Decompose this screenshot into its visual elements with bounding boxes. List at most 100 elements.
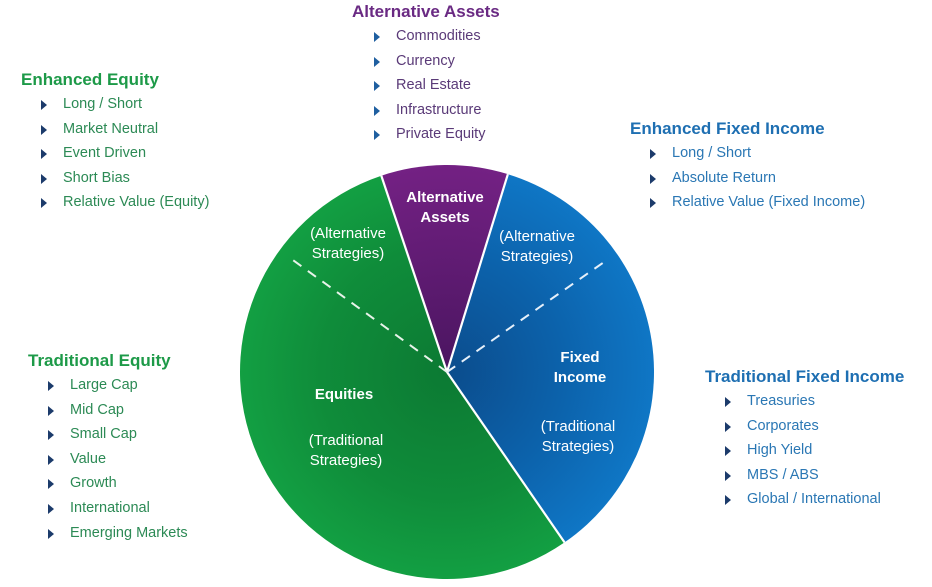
triangle-bullet-icon: [41, 198, 47, 209]
list-item-label: Growth: [70, 475, 117, 492]
triangle-bullet-icon: [48, 479, 54, 490]
list-item-label: Large Cap: [70, 377, 138, 393]
triangle-bullet-icon: [48, 381, 54, 391]
list-item: Large Cap: [48, 373, 188, 398]
list-item-label: Long / Short: [63, 96, 142, 112]
list-item: MBS / ABS: [725, 463, 904, 488]
list-item-label: International: [70, 499, 150, 516]
alternative-assets-group: Alternative Assets Commodities Currency …: [352, 2, 500, 147]
list-item-label: Treasuries: [747, 393, 815, 409]
list-item-label: High Yield: [747, 442, 813, 459]
enhanced-equity-group: Enhanced Equity Long / Short Market Neut…: [21, 70, 209, 215]
list-item-label: Relative Value (Fixed Income): [672, 194, 866, 211]
triangle-bullet-icon: [725, 421, 731, 432]
triangle-bullet-icon: [374, 56, 380, 67]
equities-trad-label-1: (Traditional: [309, 432, 383, 449]
list-item: Real Estate: [374, 73, 500, 98]
equities-alt-strategies-label-2: Strategies): [312, 245, 385, 262]
list-item-label: Private Equity: [396, 126, 486, 143]
fixed-alt-strategies-label-2: Strategies): [501, 248, 574, 265]
list-item: Long / Short: [41, 92, 209, 117]
slice-divider-bottom: [446, 371, 566, 544]
list-item-label: Absolute Return: [672, 169, 776, 186]
enhanced-equity-list: Long / Short Market Neutral Event Driven…: [41, 92, 209, 215]
slice-divider-left: [380, 175, 449, 373]
equities-alt-strategies-label-1: (Alternative: [310, 225, 386, 242]
list-item: Relative Value (Fixed Income): [650, 190, 865, 215]
traditional-fixed-income-list: Treasuries Corporates High Yield MBS / A…: [725, 389, 904, 512]
fixed-income-slice-label-1: Fixed: [560, 349, 599, 366]
traditional-equity-heading: Traditional Equity: [28, 351, 171, 370]
list-item-label: Event Driven: [63, 145, 147, 162]
fixed-income-trad-label-2: Strategies): [542, 438, 615, 455]
triangle-bullet-icon: [725, 470, 731, 481]
pie-slice-alternative-assets: [381, 164, 508, 372]
alt-assets-slice-label-2: Assets: [420, 209, 469, 226]
list-item: Market Neutral: [41, 117, 209, 142]
list-item: Absolute Return: [650, 166, 865, 191]
list-item: Relative Value (Equity): [41, 190, 209, 215]
equities-slice-label: Equities: [315, 386, 373, 403]
dashed-divider-equities: [287, 255, 448, 373]
triangle-bullet-icon: [725, 446, 731, 457]
alternative-assets-list: Commodities Currency Real Estate Infrast…: [374, 24, 500, 147]
list-item-label: Commodities: [396, 28, 481, 44]
list-item-label: Real Estate: [396, 77, 471, 94]
triangle-bullet-icon: [374, 105, 380, 116]
list-item: Emerging Markets: [48, 521, 188, 546]
triangle-bullet-icon: [48, 405, 54, 416]
triangle-bullet-icon: [725, 397, 731, 407]
fixed-income-slice-label-2: Income: [554, 369, 607, 386]
triangle-bullet-icon: [374, 130, 380, 141]
list-item-label: Relative Value (Equity): [63, 194, 210, 211]
list-item-label: Short Bias: [63, 169, 130, 186]
list-item: Corporates: [725, 414, 904, 439]
list-item: Mid Cap: [48, 398, 188, 423]
triangle-bullet-icon: [650, 198, 656, 209]
triangle-bullet-icon: [374, 81, 380, 92]
list-item-label: Market Neutral: [63, 120, 159, 137]
triangle-bullet-icon: [41, 173, 47, 184]
list-item-label: Emerging Markets: [70, 524, 188, 541]
list-item-label: Infrastructure: [396, 101, 482, 118]
list-item: Value: [48, 447, 188, 472]
list-item-label: Long / Short: [672, 145, 751, 161]
list-item: Global / International: [725, 487, 904, 512]
enhanced-fixed-income-heading: Enhanced Fixed Income: [630, 119, 825, 138]
list-item: Short Bias: [41, 166, 209, 191]
traditional-equity-group: Traditional Equity Large Cap Mid Cap Sma…: [28, 351, 188, 545]
traditional-equity-list: Large Cap Mid Cap Small Cap Value Growth…: [48, 373, 188, 545]
triangle-bullet-icon: [650, 149, 656, 159]
triangle-bullet-icon: [48, 454, 54, 465]
list-item: Event Driven: [41, 141, 209, 166]
triangle-bullet-icon: [41, 124, 47, 135]
triangle-bullet-icon: [725, 495, 731, 506]
triangle-bullet-icon: [48, 528, 54, 539]
fixed-alt-strategies-label-1: (Alternative: [499, 228, 575, 245]
traditional-fixed-income-group: Traditional Fixed Income Treasuries Corp…: [705, 367, 904, 512]
list-item-label: Value: [70, 450, 107, 467]
list-item-label: MBS / ABS: [747, 466, 819, 483]
triangle-bullet-icon: [650, 173, 656, 184]
list-item-label: Corporates: [747, 417, 819, 434]
triangle-bullet-icon: [374, 32, 380, 42]
triangle-bullet-icon: [41, 100, 47, 110]
pie-slice-fixed-income: [447, 174, 654, 543]
list-item-label: Currency: [396, 52, 455, 69]
list-item: Growth: [48, 471, 188, 496]
fixed-income-trad-label-1: (Traditional: [541, 418, 615, 435]
enhanced-fixed-income-group: Enhanced Fixed Income Long / Short Absol…: [630, 119, 865, 215]
list-item: High Yield: [725, 438, 904, 463]
triangle-bullet-icon: [48, 430, 54, 441]
equities-trad-label-2: Strategies): [310, 452, 383, 469]
list-item-label: Global / International: [747, 491, 881, 508]
list-item: Small Cap: [48, 422, 188, 447]
list-item: Commodities: [374, 24, 500, 49]
pie-slice-equities: [239, 175, 565, 579]
slice-divider-right: [445, 173, 509, 373]
triangle-bullet-icon: [48, 503, 54, 514]
triangle-bullet-icon: [41, 149, 47, 160]
list-item: Long / Short: [650, 141, 865, 166]
traditional-fixed-income-heading: Traditional Fixed Income: [705, 367, 905, 386]
